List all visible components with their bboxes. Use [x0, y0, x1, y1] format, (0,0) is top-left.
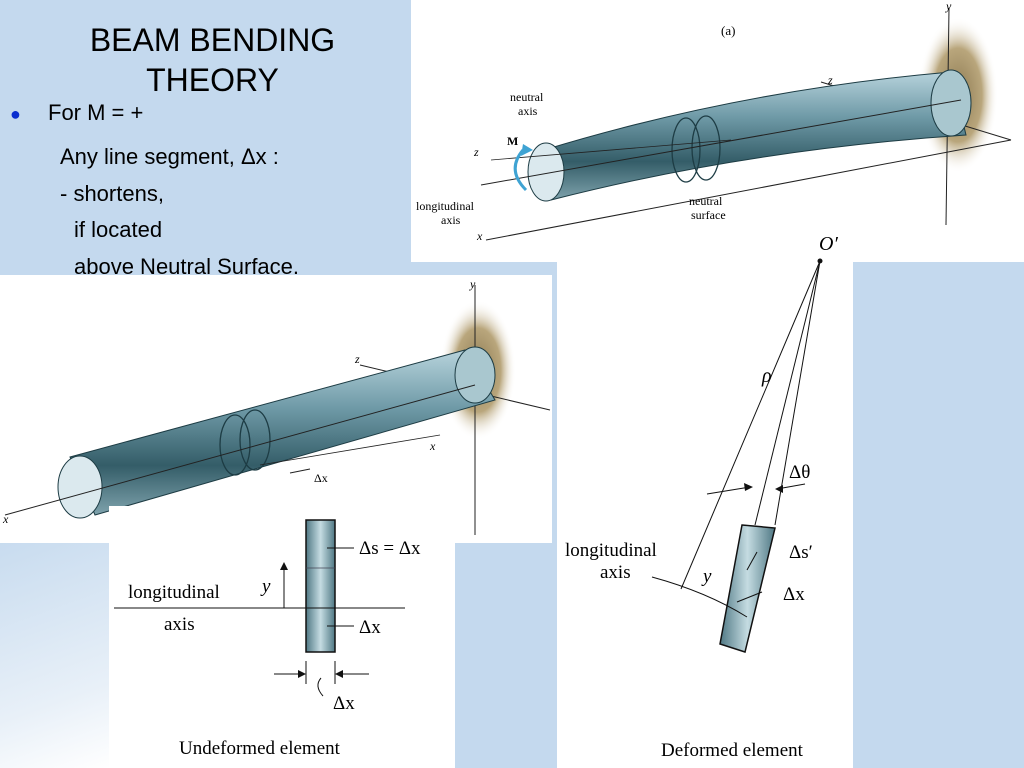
figure-label: axis: [441, 213, 461, 227]
figure-label: z: [354, 352, 360, 366]
deformed-element: [719, 524, 776, 653]
bullet-subitem: - shortens,: [60, 181, 164, 206]
figure-label: Δx: [783, 584, 805, 605]
figure-straight-beam: y z x x Δx: [0, 275, 552, 543]
figure-label: axis: [164, 614, 195, 635]
bullet-subitem: Any line segment, Δx :: [60, 144, 279, 169]
undeformed-element: [305, 519, 336, 653]
figure-label: y: [701, 566, 712, 587]
figure-label: x: [476, 229, 483, 243]
figure-label: O′: [819, 233, 838, 255]
figure-label: x: [2, 512, 9, 526]
figure-label: y: [945, 0, 952, 13]
figure-label: Δx: [333, 693, 355, 714]
bullet-subitem: if located: [74, 217, 163, 242]
slide-background-fade: [0, 520, 110, 768]
figure-label: longitudinal: [565, 540, 657, 561]
figure-label: longitudinal: [416, 199, 475, 213]
slide-title: BEAM BENDING THEORY: [89, 22, 336, 98]
arrow-left-icon: [335, 670, 343, 678]
figure-label: Δx: [359, 617, 381, 638]
figure-label: neutral: [510, 90, 544, 104]
figure-label: z: [827, 73, 833, 87]
figure-deformed-element: O′ ρ Δθ Δs′ Δx y longitudinal axis Defor…: [557, 232, 853, 768]
figure-label: Deformed element: [661, 740, 804, 761]
figure-label: x: [429, 439, 436, 453]
figure-label: axis: [518, 104, 538, 118]
arrow-right-icon: [298, 670, 306, 678]
figure-label: longitudinal: [128, 582, 220, 603]
arrow-left-icon: [775, 485, 783, 493]
figure-label: z: [473, 145, 479, 159]
figure-label: y: [469, 277, 476, 291]
figure-label: M: [507, 134, 518, 148]
figure-label: axis: [600, 562, 631, 583]
figure-label: (a): [721, 23, 735, 38]
figure-label: y: [260, 576, 271, 597]
figure-a-bent-beam: (a) y z z x neutral axis M longitudinal …: [411, 0, 1024, 262]
moment-arrow-icon: [521, 144, 533, 156]
bullet-dot-icon: ●: [10, 104, 21, 124]
figure-label: Undeformed element: [179, 738, 341, 759]
figure-label: Δθ: [789, 462, 810, 483]
figure-label: Δs = Δx: [359, 538, 421, 559]
figure-label: neutral: [689, 194, 723, 208]
bullet-subitem: above Neutral Surface.: [74, 254, 300, 279]
figure-label: Δs′: [789, 542, 813, 563]
arrow-right-icon: [744, 483, 753, 491]
straight-beam: [69, 349, 496, 516]
figure-label: ρ: [761, 365, 772, 387]
figure-label: Δx: [314, 471, 328, 485]
figure-label: surface: [691, 208, 726, 222]
arrow-up-icon: [280, 562, 288, 570]
figure-undeformed-element: y Δs = Δx y Δx Δx longitudinal axis Unde…: [109, 506, 455, 768]
